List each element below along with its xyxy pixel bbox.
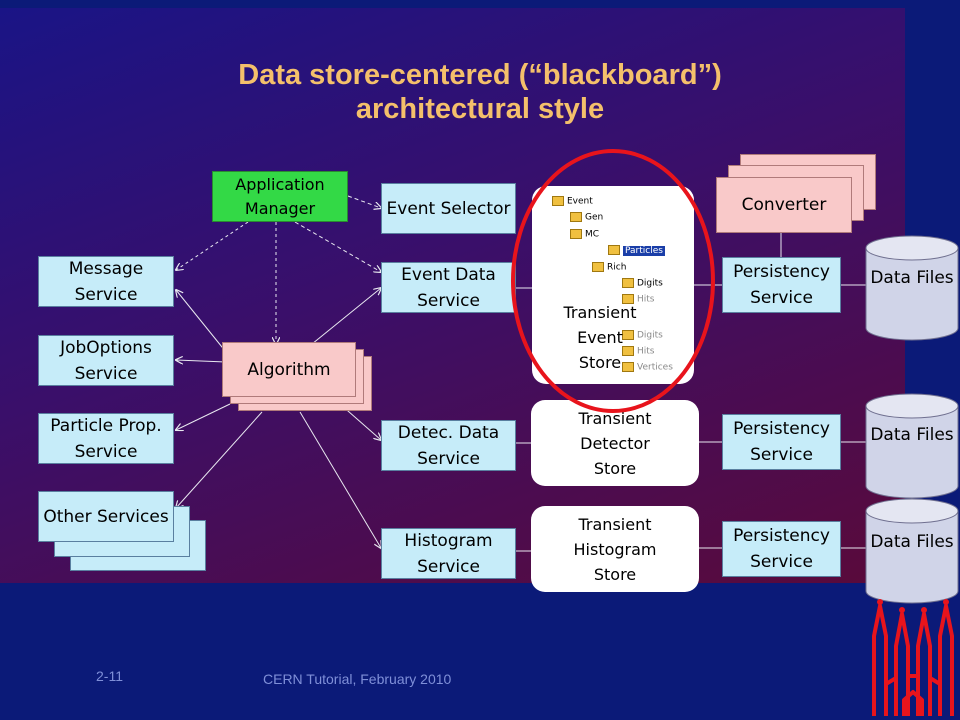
slide-number: 2-11 — [96, 668, 123, 684]
particle-prop-service-box: Particle Prop. Service — [38, 413, 174, 464]
transient-detector-store: Transient Detector Store — [531, 400, 699, 486]
tree-item-vertices: Vertices — [622, 362, 673, 373]
particle-prop-service-label: Particle Prop. Service — [50, 415, 162, 462]
persistency-service-label-1: Persistency Service — [733, 262, 830, 308]
folder-icon — [622, 346, 634, 356]
tree-item-digits: Digits — [622, 278, 663, 289]
tree-item-hits-2: Hits — [622, 346, 655, 357]
folder-icon — [622, 362, 634, 372]
histogram-service-box: Histogram Service — [381, 528, 516, 579]
data-files-label-3: Data Files — [870, 532, 954, 552]
folder-icon — [552, 196, 564, 206]
data-files-label-2: Data Files — [870, 425, 954, 445]
data-files-cylinder-3 — [865, 498, 959, 604]
data-files-cylinder-2 — [865, 393, 959, 499]
folder-icon — [570, 212, 582, 222]
title-line-1: Data store-centered (“blackboard”) — [238, 59, 722, 91]
event-data-service-label: Event Data Service — [401, 264, 496, 311]
folder-icon — [592, 262, 604, 272]
folder-icon — [622, 294, 634, 304]
folder-icon — [622, 330, 634, 340]
other-services-box: Other Services — [38, 491, 174, 542]
tree-item-digits-2: Digits — [622, 330, 663, 341]
persistency-service-box-1: Persistency Service — [722, 257, 841, 313]
transient-event-store — [532, 186, 694, 384]
data-files-label-1: Data Files — [870, 268, 954, 288]
title-line-2: architectural style — [355, 93, 605, 125]
converter-label: Converter — [741, 195, 827, 215]
persistency-service-label-3: Persistency Service — [733, 526, 830, 572]
algorithm-box: Algorithm — [222, 342, 356, 397]
event-selector-box: Event Selector — [381, 183, 516, 234]
application-manager-box: Application Manager — [212, 171, 348, 222]
folder-icon — [608, 245, 620, 255]
other-services-label: Other Services — [43, 506, 169, 527]
histogram-service-label: Histogram Service — [404, 530, 493, 577]
transient-histogram-store-label: Transient Histogram Store — [573, 514, 657, 584]
cathedral-logo-icon — [872, 599, 954, 716]
persistency-service-box-3: Persistency Service — [722, 521, 841, 577]
application-manager-label: Application Manager — [235, 174, 325, 218]
transient-event-store-label: Transient Event Store — [563, 303, 637, 372]
message-service-label: Message Service — [68, 258, 144, 305]
transient-histogram-store: Transient Histogram Store — [531, 506, 699, 592]
folder-icon — [622, 278, 634, 288]
converter-box: Converter — [716, 177, 852, 233]
tree-item-mc: MC — [570, 229, 599, 240]
detec-data-service-label: Detec. Data Service — [397, 422, 500, 469]
message-service-box: Message Service — [38, 256, 174, 307]
persistency-service-label-2: Persistency Service — [733, 419, 830, 465]
slide-title: Data store-centered (“blackboard”) archi… — [100, 58, 860, 126]
joboptions-service-box: JobOptions Service — [38, 335, 174, 386]
joboptions-service-label: JobOptions Service — [60, 337, 152, 384]
tree-item-hits: Hits — [622, 294, 655, 305]
event-selector-label: Event Selector — [386, 198, 511, 219]
tree-item-gen: Gen — [570, 212, 603, 223]
algorithm-label: Algorithm — [247, 359, 331, 380]
event-data-service-box: Event Data Service — [381, 262, 516, 313]
event-tree-view: Event Gen MC Particles Rich Digits Hits … — [548, 192, 688, 382]
highlight-ellipse — [511, 149, 715, 413]
data-files-cylinder-1 — [865, 235, 959, 341]
tree-item-event: Event — [552, 196, 593, 207]
detec-data-service-box: Detec. Data Service — [381, 420, 516, 471]
tree-item-particles: Particles — [608, 245, 665, 256]
tree-item-rich: Rich — [592, 262, 626, 273]
footer-event: CERN Tutorial, February 2010 — [263, 671, 452, 687]
transient-detector-store-label: Transient Detector Store — [578, 408, 652, 478]
persistency-service-box-2: Persistency Service — [722, 414, 841, 470]
folder-icon — [570, 229, 582, 239]
